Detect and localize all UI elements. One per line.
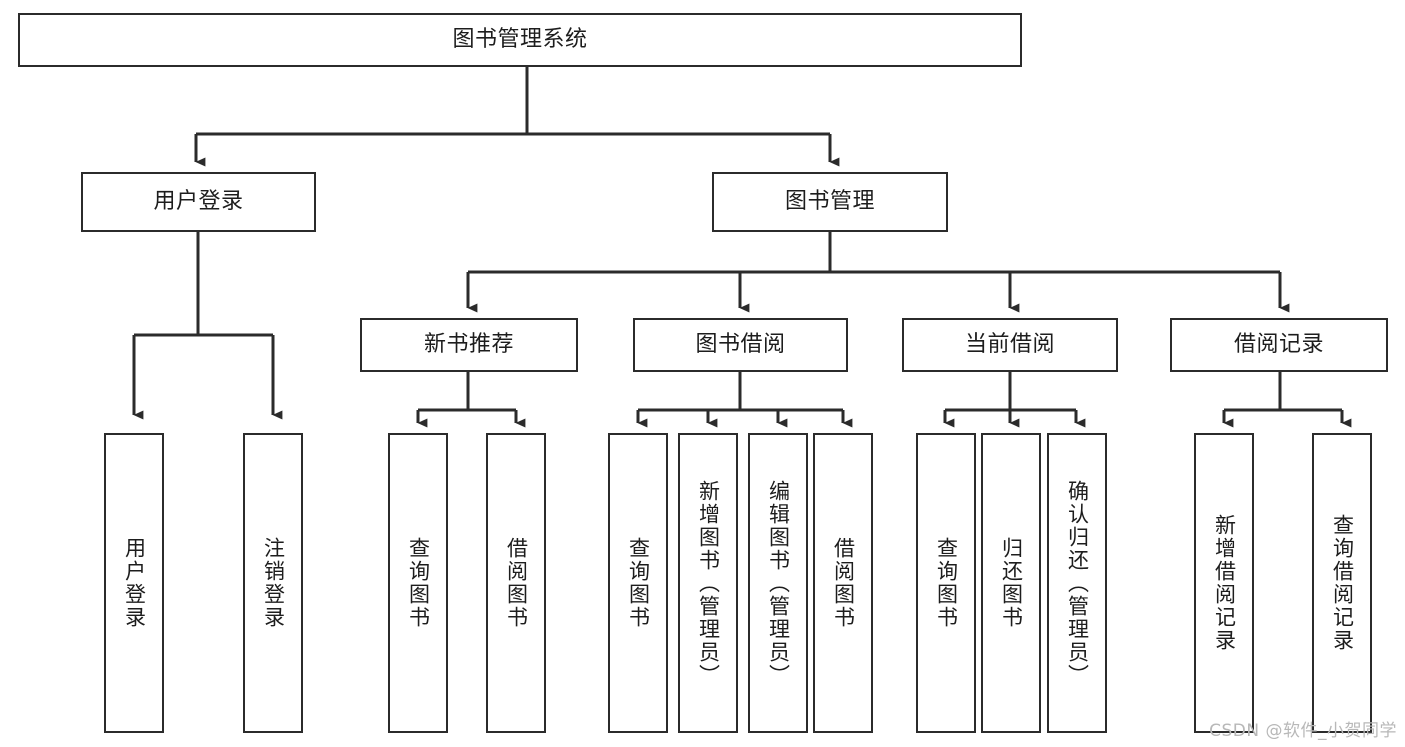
leaf-book-borrow-add-book-admin[interactable]: 新增图书（管理员） (678, 433, 738, 733)
leaf-current-borrow-return-book-label: 归还图书 (999, 537, 1024, 629)
leaf-current-borrow-confirm-return-admin[interactable]: 确认归还（管理员） (1047, 433, 1107, 733)
node-root-system-label: 图书管理系统 (452, 27, 588, 53)
leaf-new-book-query-book-label: 查询图书 (406, 537, 431, 629)
leaf-user-login-logout-label: 注销登录 (261, 537, 286, 629)
node-user-login-label: 用户登录 (153, 189, 244, 215)
leaf-book-borrow-borrow-book-label: 借阅图书 (831, 537, 856, 629)
leaf-current-borrow-confirm-return-admin-label: 确认归还（管理员） (1065, 479, 1090, 687)
node-root-system[interactable]: 图书管理系统 (18, 13, 1022, 67)
leaf-book-borrow-add-book-admin-label: 新增图书（管理员） (696, 479, 721, 687)
node-new-book-recommend[interactable]: 新书推荐 (360, 318, 578, 372)
node-borrow-records-label: 借阅记录 (1233, 332, 1324, 358)
node-user-login[interactable]: 用户登录 (81, 172, 316, 232)
leaf-user-login-login[interactable]: 用户登录 (104, 433, 164, 733)
leaf-current-borrow-return-book[interactable]: 归还图书 (981, 433, 1041, 733)
leaf-new-book-borrow-book[interactable]: 借阅图书 (486, 433, 546, 733)
node-current-borrow[interactable]: 当前借阅 (902, 318, 1118, 372)
leaf-user-login-login-label: 用户登录 (122, 537, 147, 629)
node-new-book-recommend-label: 新书推荐 (423, 332, 514, 358)
leaf-new-book-query-book[interactable]: 查询图书 (388, 433, 448, 733)
leaf-borrow-records-add-record-label: 新增借阅记录 (1212, 514, 1237, 652)
leaf-book-borrow-edit-book-admin[interactable]: 编辑图书（管理员） (748, 433, 808, 733)
leaf-borrow-records-query-record-label: 查询借阅记录 (1330, 514, 1355, 652)
leaf-borrow-records-add-record[interactable]: 新增借阅记录 (1194, 433, 1254, 733)
node-book-management[interactable]: 图书管理 (712, 172, 948, 232)
node-current-borrow-label: 当前借阅 (964, 332, 1055, 358)
leaf-book-borrow-query-book-label: 查询图书 (626, 537, 651, 629)
leaf-new-book-borrow-book-label: 借阅图书 (504, 537, 529, 629)
leaf-borrow-records-query-record[interactable]: 查询借阅记录 (1312, 433, 1372, 733)
leaf-book-borrow-query-book[interactable]: 查询图书 (608, 433, 668, 733)
leaf-book-borrow-edit-book-admin-label: 编辑图书（管理员） (766, 479, 791, 687)
node-borrow-records[interactable]: 借阅记录 (1170, 318, 1388, 372)
leaf-user-login-logout[interactable]: 注销登录 (243, 433, 303, 733)
node-book-borrow[interactable]: 图书借阅 (633, 318, 848, 372)
csdn-watermark: CSDN @软件_小贺同学 (1209, 721, 1397, 741)
node-book-borrow-label: 图书借阅 (695, 332, 786, 358)
leaf-book-borrow-borrow-book[interactable]: 借阅图书 (813, 433, 873, 733)
node-book-management-label: 图书管理 (784, 189, 875, 215)
leaf-current-borrow-query-book[interactable]: 查询图书 (916, 433, 976, 733)
leaf-current-borrow-query-book-label: 查询图书 (934, 537, 959, 629)
